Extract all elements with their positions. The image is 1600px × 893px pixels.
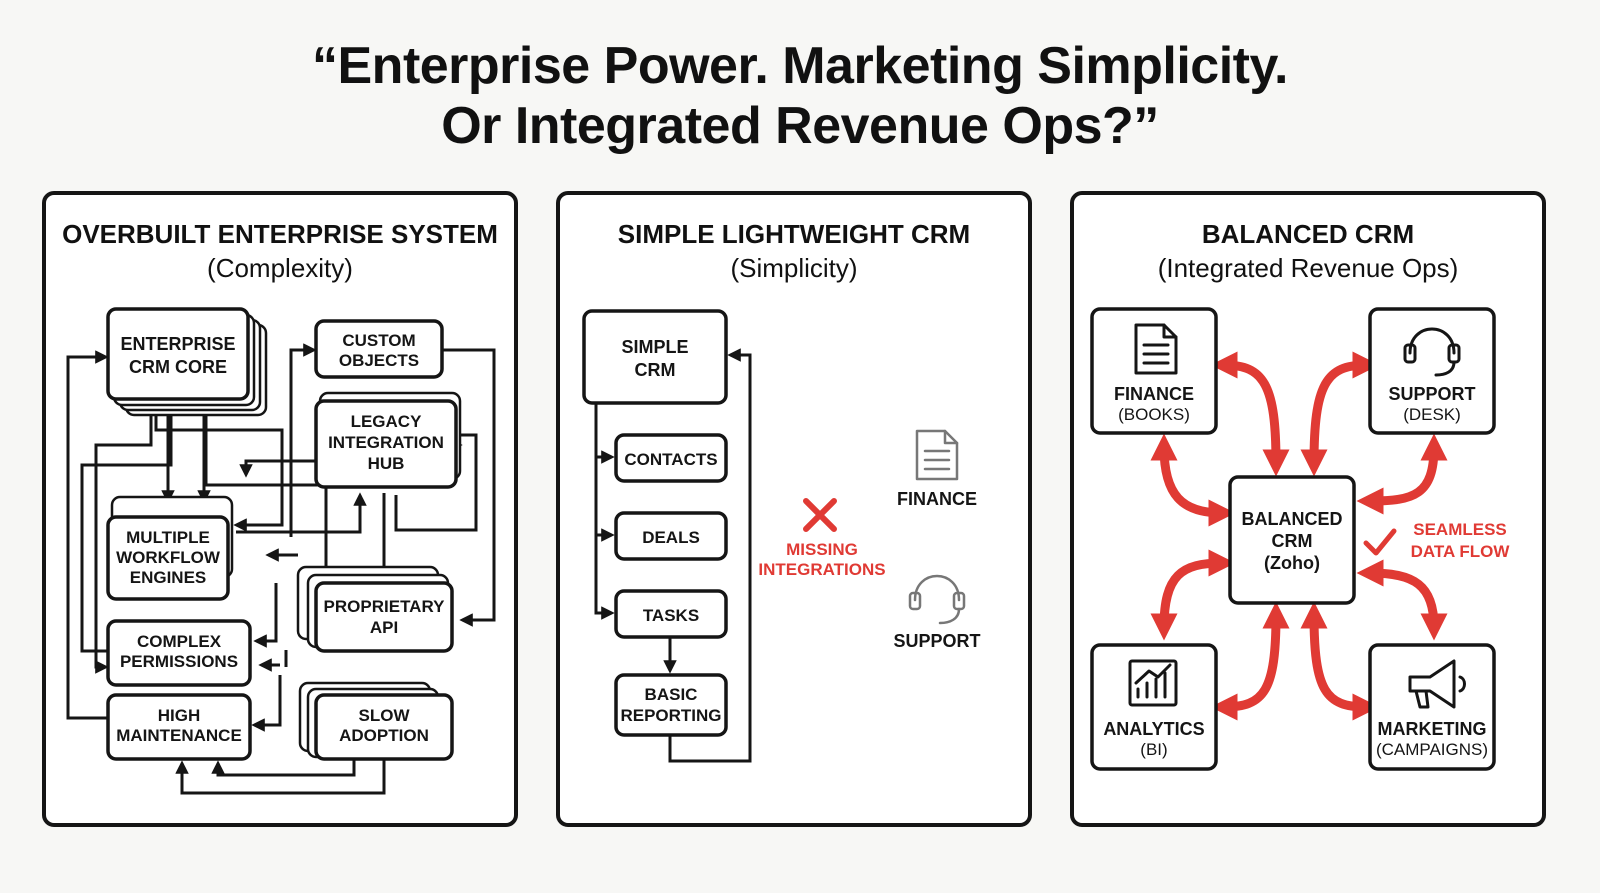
node-legacy-integration-hub: LEGACY INTEGRATION HUB (314, 399, 458, 489)
svg-text:CUSTOM: CUSTOM (342, 331, 415, 350)
node-slow-adoption: SLOW ADOPTION (314, 693, 454, 761)
document-icon (915, 429, 959, 481)
svg-text:ADOPTION: ADOPTION (339, 726, 429, 745)
svg-text:(Zoho): (Zoho) (1264, 553, 1320, 573)
svg-text:SLOW: SLOW (359, 706, 411, 725)
svg-text:SIMPLE: SIMPLE (621, 337, 688, 357)
missing-integrations-label: MISSING (786, 540, 858, 559)
panel-subtitle: (Complexity) (207, 253, 353, 283)
svg-text:FINANCE: FINANCE (1114, 384, 1194, 404)
headline: “Enterprise Power. Marketing Simplicity.… (0, 36, 1600, 156)
node-marketing-campaigns: MARKETING (CAMPAIGNS) (1368, 643, 1496, 771)
svg-text:ENTERPRISE: ENTERPRISE (120, 334, 235, 354)
svg-text:API: API (370, 618, 398, 637)
check-mark-icon (1363, 528, 1397, 556)
node-finance-books: FINANCE (BOOKS) (1090, 307, 1218, 435)
node-support-desk: SUPPORT (DESK) (1368, 307, 1496, 435)
balanced-diagram: FINANCE (BOOKS) SUPPORT (DESK) BALANCED … (1090, 307, 1511, 771)
svg-text:(CAMPAIGNS): (CAMPAIGNS) (1376, 740, 1488, 759)
svg-text:HIGH: HIGH (158, 706, 201, 725)
node-multiple-workflow-engines: MULTIPLE WORKFLOW ENGINES (106, 515, 230, 601)
finance-label: FINANCE (897, 489, 977, 509)
seamless-data-flow-label: SEAMLESS (1413, 520, 1507, 539)
svg-text:HUB: HUB (368, 454, 405, 473)
svg-text:CRM: CRM (1272, 531, 1313, 551)
simple-diagram: SIMPLE CRM CONTACTS DEALS TASKS BASIC RE… (582, 309, 981, 763)
svg-text:SUPPORT: SUPPORT (1388, 384, 1475, 404)
node-simple-crm: SIMPLE CRM (582, 309, 728, 405)
missing-integrations-label-2: INTEGRATIONS (758, 560, 885, 579)
document-icon (1134, 323, 1178, 375)
enterprise-diagram: ENTERPRISE CRM CORE CUSTOM OBJECTS LEGAC… (66, 307, 496, 795)
headset-icon (908, 574, 966, 625)
node-deals: DEALS (614, 511, 728, 561)
node-balanced-crm: BALANCED CRM (Zoho) (1228, 475, 1356, 605)
svg-text:(BOOKS): (BOOKS) (1118, 405, 1190, 424)
node-basic-reporting: BASIC REPORTING (614, 673, 728, 737)
data-flow-arrows (1150, 351, 1448, 721)
svg-text:INTEGRATION: INTEGRATION (328, 433, 444, 452)
x-mark-icon (803, 498, 837, 532)
node-proprietary-api: PROPRIETARY API (314, 581, 454, 653)
svg-text:OBJECTS: OBJECTS (339, 351, 419, 370)
node-tasks: TASKS (614, 589, 728, 639)
svg-text:CRM CORE: CRM CORE (129, 357, 227, 377)
node-custom-objects: CUSTOM OBJECTS (314, 319, 444, 379)
svg-text:(BI): (BI) (1140, 740, 1167, 759)
svg-text:CONTACTS: CONTACTS (624, 450, 717, 469)
headset-icon (1403, 327, 1461, 377)
svg-text:PERMISSIONS: PERMISSIONS (120, 652, 238, 671)
panel-title: OVERBUILT ENTERPRISE SYSTEM (62, 219, 498, 249)
svg-text:CRM: CRM (635, 360, 676, 380)
support-label: SUPPORT (893, 631, 980, 651)
svg-text:MULTIPLE: MULTIPLE (126, 528, 210, 547)
panel-title: BALANCED CRM (1201, 219, 1415, 249)
svg-text:REPORTING: REPORTING (620, 706, 721, 725)
panel-title: SIMPLE LIGHTWEIGHT CRM (617, 219, 971, 249)
panel-balanced: BALANCED CRM (Integrated Revenue Ops) (1070, 191, 1546, 827)
svg-text:(DESK): (DESK) (1403, 405, 1461, 424)
svg-text:PROPRIETARY: PROPRIETARY (324, 597, 446, 616)
svg-text:ANALYTICS: ANALYTICS (1103, 719, 1204, 739)
node-enterprise-crm-core: ENTERPRISE CRM CORE (106, 307, 250, 401)
panel-subtitle: (Simplicity) (730, 253, 858, 283)
svg-text:BALANCED: BALANCED (1242, 509, 1343, 529)
headline-line-2: Or Integrated Revenue Ops?” (441, 97, 1159, 155)
panel-enterprise: OVERBUILT ENTERPRISE SYSTEM (Complexity) (42, 191, 518, 827)
seamless-data-flow-label-2: DATA FLOW (1411, 542, 1511, 561)
simple-connectors (594, 348, 752, 763)
megaphone-icon (1408, 659, 1466, 709)
svg-text:LEGACY: LEGACY (351, 412, 423, 431)
panel-subtitle: (Integrated Revenue Ops) (1157, 253, 1459, 283)
headline-line-1: “Enterprise Power. Marketing Simplicity. (312, 37, 1289, 95)
node-complex-permissions: COMPLEX PERMISSIONS (106, 619, 252, 687)
node-analytics-bi: ANALYTICS (BI) (1090, 643, 1218, 771)
svg-text:DEALS: DEALS (642, 528, 700, 547)
bar-chart-icon (1128, 659, 1178, 707)
svg-text:ENGINES: ENGINES (130, 568, 207, 587)
svg-text:MAINTENANCE: MAINTENANCE (116, 726, 242, 745)
panel-simple: SIMPLE LIGHTWEIGHT CRM (Simplicity) SIMP… (556, 191, 1032, 827)
svg-text:MARKETING: MARKETING (1378, 719, 1487, 739)
svg-text:BASIC: BASIC (645, 685, 698, 704)
node-contacts: CONTACTS (614, 433, 728, 483)
svg-text:TASKS: TASKS (643, 606, 699, 625)
node-high-maintenance: HIGH MAINTENANCE (106, 693, 252, 761)
svg-text:COMPLEX: COMPLEX (137, 632, 222, 651)
svg-text:WORKFLOW: WORKFLOW (116, 548, 221, 567)
